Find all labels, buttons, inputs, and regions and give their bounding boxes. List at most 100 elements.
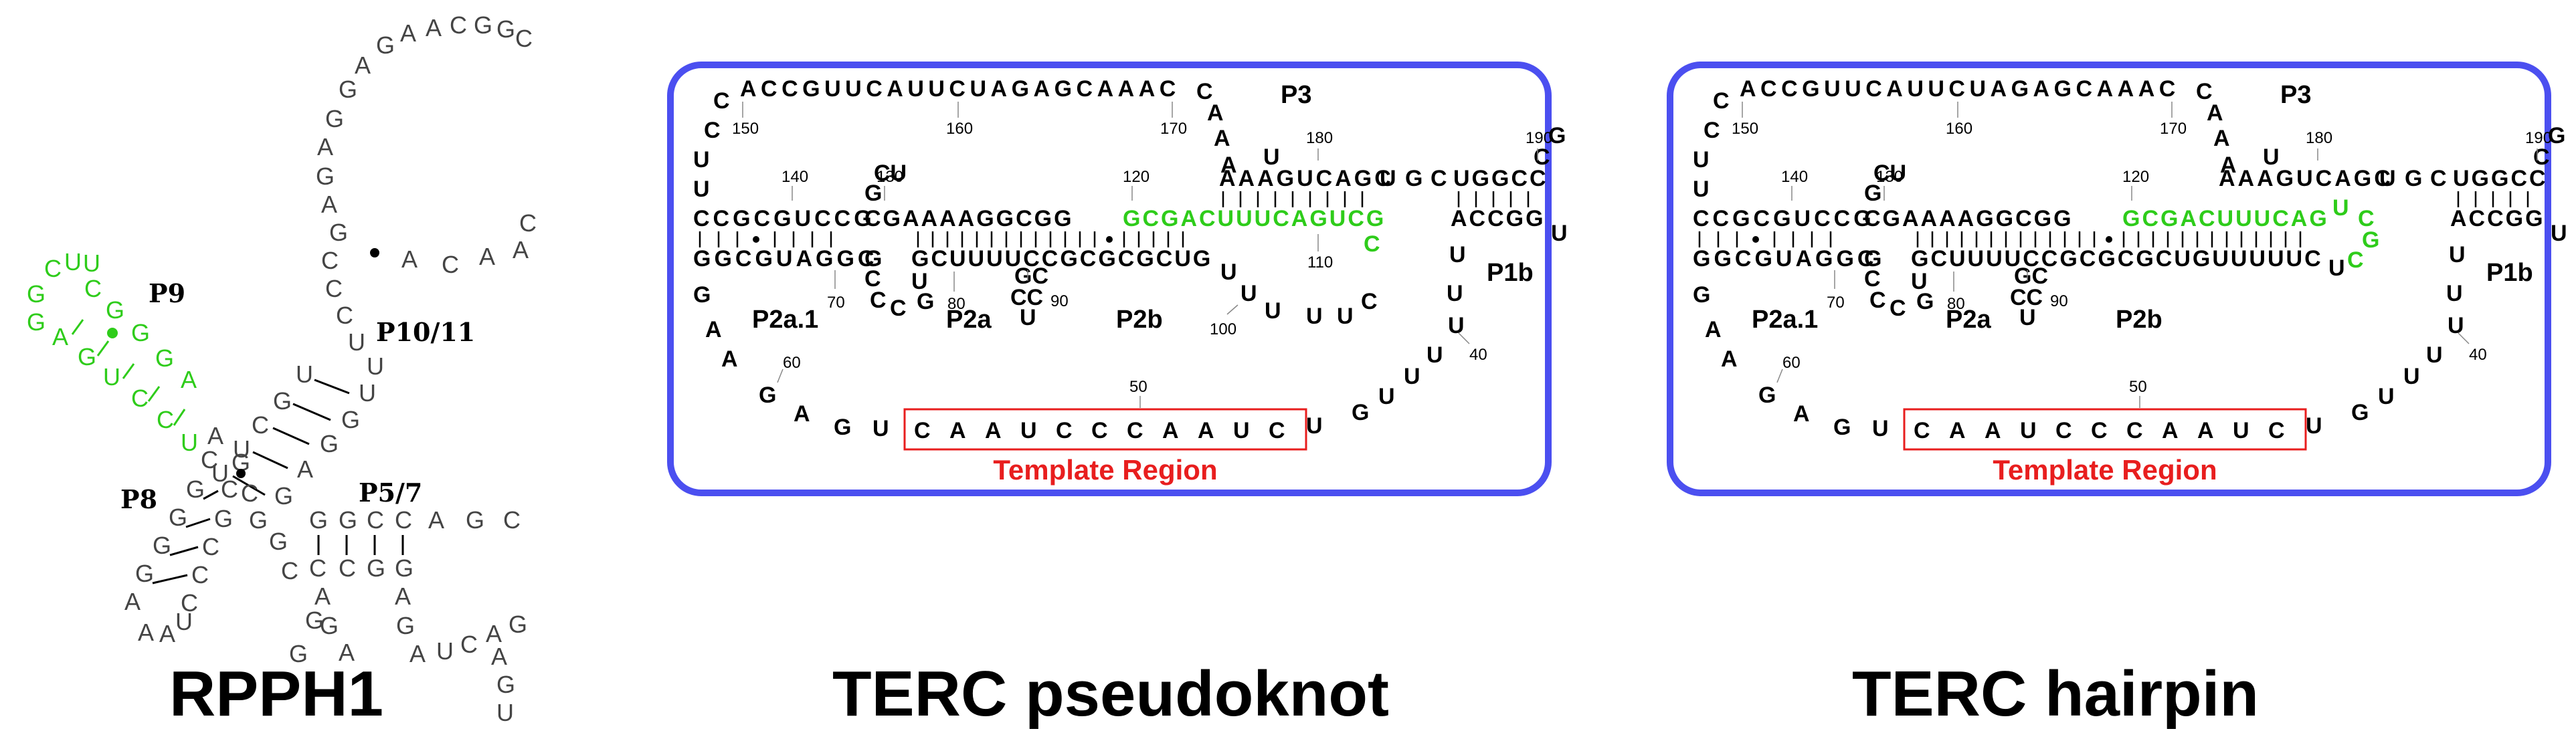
svg-text:CC: CC (1010, 285, 1043, 310)
svg-text:U: U (359, 379, 376, 407)
svg-text:C: C (336, 302, 353, 329)
svg-text:U: U (872, 416, 889, 441)
svg-text:A: A (317, 133, 333, 161)
pk-p2b-top-green: GCGACUUUCAGUCG (1123, 206, 1386, 231)
hp-top-loop-seq: ACCGUUCAUUCUAGAGCAAAC (1740, 76, 2180, 102)
svg-text:U: U (2426, 342, 2443, 368)
pk-num-130: 130 (877, 168, 903, 186)
svg-text:U: U (1448, 313, 1465, 338)
svg-text:U: U (2378, 384, 2395, 409)
svg-text:U: U (911, 269, 928, 294)
pk-p1b-top: UGGCC (1453, 166, 1548, 191)
svg-text:G: G (27, 308, 45, 336)
rpph1-p10-stem: UGG AG UGC UU (211, 360, 376, 510)
svg-text:G: G (1864, 181, 1881, 206)
svg-text:C: C (450, 11, 467, 39)
svg-text:U: U (1872, 416, 1889, 441)
svg-text:U: U (2019, 305, 2036, 330)
svg-text:U: U (103, 363, 120, 391)
svg-text:U: U (693, 177, 710, 202)
svg-text:CU: CU (874, 161, 907, 186)
template-nucleotide: C (1056, 418, 1073, 443)
svg-text:U: U (367, 352, 384, 380)
svg-text:G: G (135, 560, 154, 587)
pk-template-box (903, 408, 1307, 451)
svg-text:G: G (496, 15, 515, 43)
template-nucleotide: A (985, 418, 1002, 443)
svg-text:U: U (2446, 281, 2463, 306)
svg-text:G: G (1864, 246, 1881, 272)
template-nucleotide: A (2197, 418, 2214, 443)
svg-text:C: C (221, 475, 238, 503)
svg-text:C: C (1196, 79, 1213, 104)
svg-text:A: A (138, 619, 154, 646)
svg-text:U: U (1240, 281, 1257, 306)
svg-text:C: C (1713, 88, 1730, 114)
hp-num-130: 130 (1876, 168, 1903, 186)
template-nucleotide: C (1269, 418, 1285, 443)
svg-text:U: U (1693, 177, 1710, 202)
svg-text:C: C (2358, 206, 2375, 231)
svg-text:C: C (519, 209, 537, 237)
template-nucleotide: C (1914, 418, 1930, 443)
pk-label-p2b: P2b (1116, 306, 1163, 334)
svg-text:A: A (486, 620, 502, 647)
svg-text:U: U (296, 360, 313, 388)
svg-text:A: A (207, 422, 223, 449)
svg-text:C: C (181, 589, 198, 617)
svg-text:G: G (834, 415, 851, 440)
svg-text:A: A (355, 51, 371, 79)
hp-num-180: 180 (2306, 129, 2332, 147)
pk-num-70: 70 (827, 294, 845, 312)
svg-text:G: G (509, 611, 527, 638)
pk-num-150: 150 (732, 120, 759, 138)
svg-text:GC: GC (2014, 263, 2048, 289)
svg-text:G: G (864, 246, 882, 272)
svg-text:G: G (316, 163, 335, 190)
svg-text:A: A (1220, 152, 1237, 178)
svg-text:G: G (309, 506, 328, 534)
svg-text:C: C (44, 255, 62, 282)
svg-text:C: C (515, 25, 533, 52)
hp-p2-bottom: GGCGUAGGC (1693, 246, 1877, 272)
pk-p2b-bottom: GCUUUUCCGCGCGCUG (911, 246, 1212, 272)
svg-text:A: A (321, 191, 337, 218)
svg-text:U: U (693, 147, 710, 173)
svg-text:A: A (2207, 100, 2223, 126)
svg-text:C: C (84, 275, 102, 302)
svg-text:G: G (376, 31, 395, 59)
hp-label-p1b: P1b (2486, 259, 2533, 287)
svg-text:C: C (367, 506, 384, 534)
hp-label-p2a: P2a (1946, 306, 1991, 334)
svg-text:C: C (1864, 266, 1881, 292)
svg-text:G: G (341, 406, 360, 433)
pk-label-p1b: P1b (1487, 259, 1534, 287)
svg-text:C: C (1361, 289, 1378, 314)
svg-text:G: G (269, 528, 288, 555)
svg-text:U: U (1265, 298, 1281, 324)
hp-num-150: 150 (1732, 120, 1758, 138)
svg-text:G: G (249, 506, 268, 534)
svg-text:G: G (1693, 282, 1710, 308)
svg-text:A: A (297, 455, 313, 483)
svg-text:U: U (211, 459, 229, 487)
svg-text:G: G (305, 607, 324, 634)
pk-p2b-top-black: CGAAAAGGCGG (864, 206, 1074, 231)
svg-text:G: G (2405, 166, 2422, 191)
svg-text:G: G (339, 506, 357, 534)
caption-terc-pseudoknot: TERC pseudoknot (832, 658, 1389, 730)
svg-text:U: U (2328, 255, 2345, 281)
hp-number-ticks (1742, 102, 2538, 408)
template-nucleotide: A (1162, 418, 1179, 443)
pk-num-80: 80 (947, 295, 965, 313)
svg-text:A: A (2220, 152, 2237, 178)
svg-text:G: G (1352, 400, 1369, 425)
svg-text:A: A (794, 401, 810, 427)
template-nucleotide: C (914, 418, 931, 443)
template-nucleotide: C (1091, 418, 1108, 443)
hp-template-label: Template Region (1993, 454, 2217, 486)
svg-text:G: G (214, 505, 233, 532)
pk-num-110: 110 (1307, 253, 1333, 272)
svg-text:G: G (1548, 123, 1566, 148)
